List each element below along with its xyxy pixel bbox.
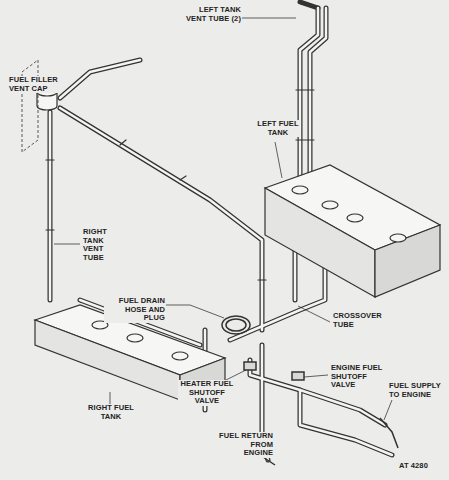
callout-label: FUEL FILLER VENT CAP bbox=[8, 76, 60, 93]
callout-label: FUEL DRAIN HOSE AND PLUG bbox=[104, 297, 166, 323]
callout-label: ENGINE FUEL SHUTOFF VALVE bbox=[330, 364, 384, 390]
figure-number: AT 4280 bbox=[398, 462, 440, 471]
callout-label: LEFT FUEL TANK bbox=[256, 120, 300, 137]
callout-label: FUEL SUPPLY TO ENGINE bbox=[388, 382, 444, 399]
callout-label: LEFT TANK VENT TUBE (2) bbox=[180, 6, 242, 23]
callout-label: RIGHT TANK VENT TUBE bbox=[82, 228, 124, 262]
callout-label: FUEL RETURN FROM ENGINE bbox=[218, 432, 274, 458]
callout-label: RIGHT FUEL TANK bbox=[86, 404, 136, 421]
callout-label: CROSSOVER TUBE bbox=[332, 312, 382, 329]
callout-label: HEATER FUEL SHUTOFF VALVE bbox=[178, 380, 236, 406]
